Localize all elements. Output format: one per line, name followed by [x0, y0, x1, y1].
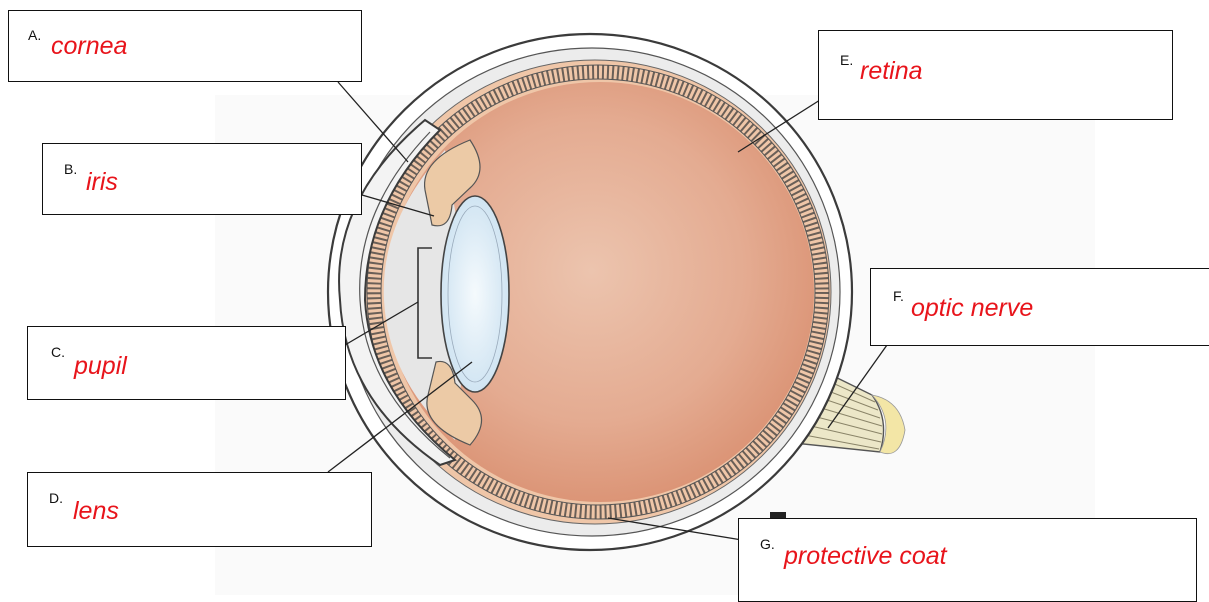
label-pupil: pupil	[74, 352, 127, 381]
label-protective-coat: protective coat	[784, 542, 947, 571]
label-box-pupil: C. pupil	[27, 326, 346, 400]
label-box-lens: D. lens	[27, 472, 372, 547]
lens-shape	[441, 196, 509, 392]
label-box-optic-nerve: F. optic nerve	[870, 268, 1209, 346]
label-box-protective-coat: G. protective coat	[738, 518, 1197, 602]
label-letter: F.	[893, 288, 904, 304]
label-box-cornea: A. cornea	[8, 10, 362, 82]
label-letter: B.	[64, 161, 77, 177]
label-lens: lens	[73, 497, 119, 526]
label-optic-nerve: optic nerve	[911, 294, 1033, 323]
label-box-iris: B. iris	[42, 143, 362, 215]
label-letter: A.	[28, 27, 41, 43]
label-letter: E.	[840, 52, 853, 68]
label-box-retina: E. retina	[818, 30, 1173, 120]
label-cornea: cornea	[51, 32, 127, 61]
label-letter: C.	[51, 344, 65, 360]
label-letter: G.	[760, 536, 775, 552]
label-retina: retina	[860, 57, 923, 86]
label-iris: iris	[86, 168, 118, 197]
label-letter: D.	[49, 490, 63, 506]
